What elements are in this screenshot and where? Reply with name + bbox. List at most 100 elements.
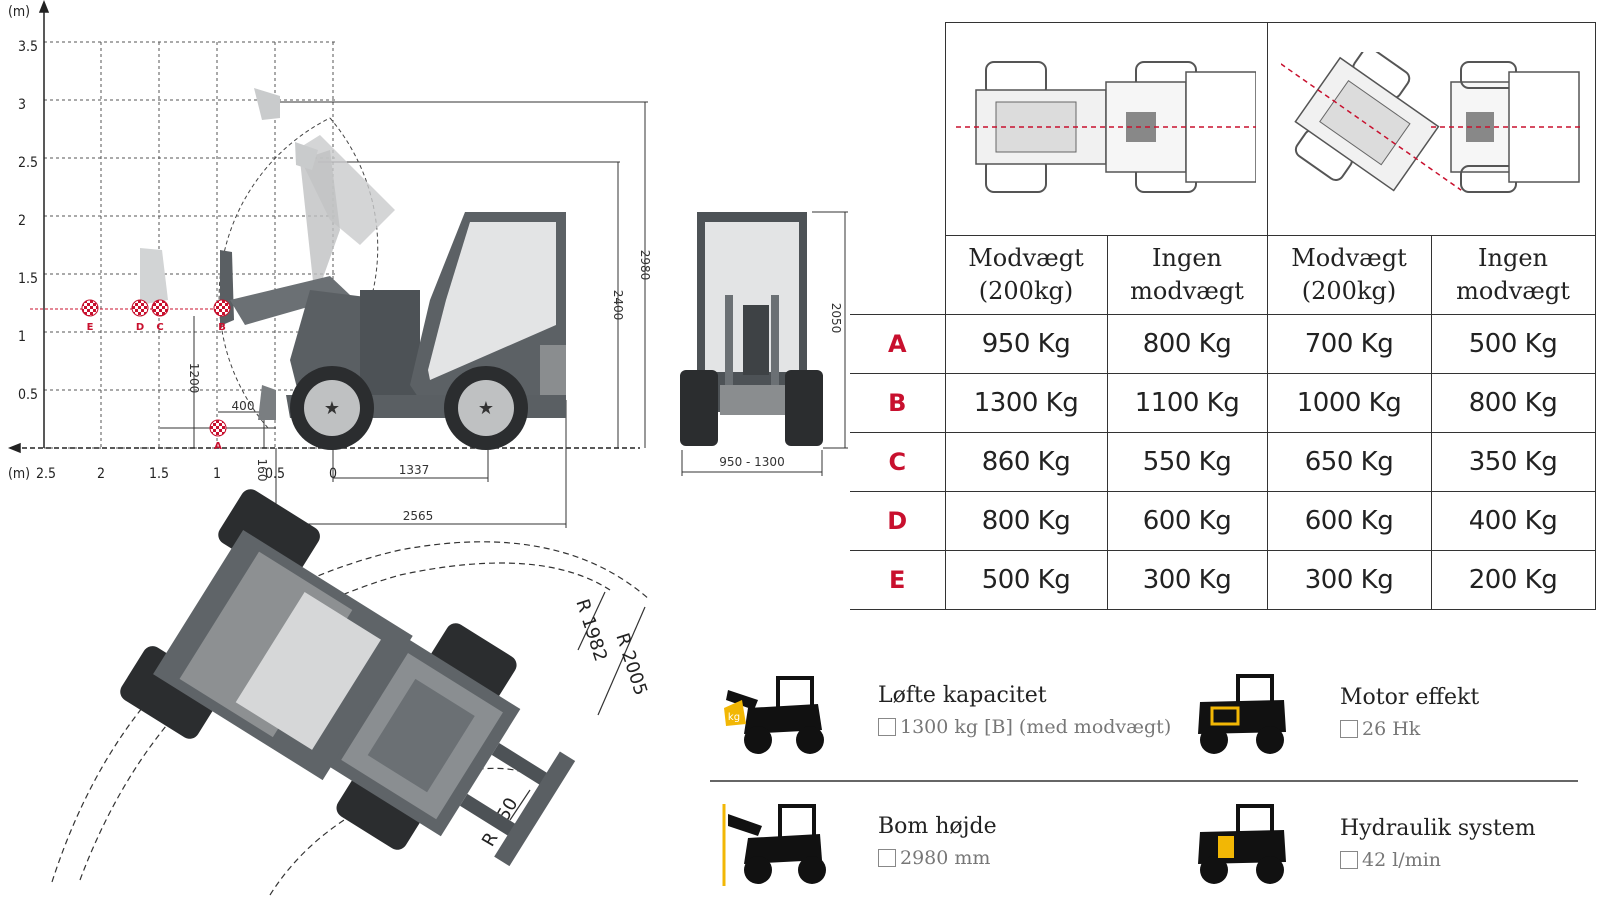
load-point-d bbox=[131, 299, 149, 317]
loader-hydraulic-icon bbox=[1198, 804, 1286, 884]
header-counterweight-2: Modvægt (200kg) bbox=[1266, 235, 1432, 315]
svg-text:★: ★ bbox=[324, 398, 340, 419]
table-cell: 1300 Kg bbox=[944, 373, 1107, 433]
y-tick-3.5: 3.5 bbox=[18, 39, 38, 55]
header-no-counterweight-2: Ingen modvægt bbox=[1430, 235, 1596, 315]
top-view-loader-turning bbox=[120, 489, 576, 867]
y-tick-0.5: 0.5 bbox=[18, 387, 38, 403]
articulated-config-image bbox=[1266, 22, 1596, 236]
spec-divider bbox=[710, 780, 1578, 782]
point-label-d: D bbox=[136, 322, 144, 333]
radius-middle-label: R 1982 bbox=[571, 597, 611, 664]
load-point-b bbox=[213, 299, 231, 317]
straight-config-image bbox=[944, 22, 1268, 236]
header-line: modvægt bbox=[1130, 277, 1244, 305]
table-cell: 1100 Kg bbox=[1106, 373, 1267, 433]
table-cell: 400 Kg bbox=[1430, 491, 1596, 551]
dim-height-1200: 1200 bbox=[187, 363, 201, 394]
x-unit-label: (m) bbox=[8, 466, 30, 482]
row-label-e: E bbox=[850, 550, 945, 610]
spec-lift-capacity: Løfte kapacitet 1300 kg [B] (med modvægt… bbox=[878, 683, 1171, 738]
header-counterweight-1: Modvægt(200kg) bbox=[944, 235, 1108, 315]
load-point-markers bbox=[30, 299, 231, 437]
table-cell: 800 Kg bbox=[1430, 373, 1596, 433]
spec-lift-title: Løfte kapacitet bbox=[878, 683, 1047, 708]
y-tick-1: 1 bbox=[18, 329, 26, 345]
y-tick-2: 2 bbox=[18, 213, 26, 229]
table-cell: 800 Kg bbox=[1106, 314, 1267, 374]
spec-motor-value: 26 Hk bbox=[1362, 718, 1421, 740]
y-tick-1.5: 1.5 bbox=[18, 271, 38, 287]
y-tick-2.5: 2.5 bbox=[18, 155, 38, 171]
spec-boom-value: 2980 mm bbox=[900, 847, 991, 869]
load-point-c bbox=[151, 299, 169, 317]
lift-checkbox[interactable] bbox=[878, 718, 896, 736]
table-cell: 600 Kg bbox=[1106, 491, 1267, 551]
front-height-dim: 2050 bbox=[829, 303, 843, 334]
header-line: (200kg) bbox=[1301, 277, 1397, 305]
table-cell: 860 Kg bbox=[944, 432, 1107, 492]
dim-height-2980: 2980 bbox=[638, 250, 652, 281]
motor-checkbox[interactable] bbox=[1340, 720, 1358, 738]
x-tick-1.5: 1.5 bbox=[149, 466, 169, 482]
loader-weight-icon: kg bbox=[724, 676, 824, 754]
table-cell: 800 Kg bbox=[944, 491, 1107, 551]
row-label-a: A bbox=[850, 314, 945, 374]
table-cell: 200 Kg bbox=[1430, 550, 1596, 610]
x-tick-1: 1 bbox=[213, 466, 221, 482]
y-tick-labels: 3.532.521.510.5 bbox=[18, 39, 38, 403]
spec-hydraulic-system: Hydraulik system 42 l/min bbox=[1340, 816, 1536, 871]
point-label-b: B bbox=[218, 322, 226, 333]
row-label-d: D bbox=[850, 491, 945, 551]
spec-boom-height: Bom højde 2980 mm bbox=[878, 814, 997, 869]
svg-text:★: ★ bbox=[478, 398, 494, 419]
loader-engine-icon bbox=[1198, 674, 1286, 754]
spec-motor-title: Motor effekt bbox=[1340, 685, 1480, 710]
row-label-c: C bbox=[850, 432, 945, 492]
front-view-loader bbox=[680, 212, 823, 446]
table-cell: 600 Kg bbox=[1266, 491, 1431, 551]
svg-text:kg: kg bbox=[728, 712, 740, 723]
table-cell: 300 Kg bbox=[1266, 550, 1431, 610]
point-label-e: E bbox=[87, 322, 94, 333]
header-line: Modvægt bbox=[1291, 244, 1407, 272]
table-cell: 500 Kg bbox=[1430, 314, 1596, 374]
hydraulic-checkbox[interactable] bbox=[1340, 851, 1358, 869]
y-unit-label: (m) bbox=[8, 4, 30, 20]
table-cell: 950 Kg bbox=[944, 314, 1107, 374]
dim-reach-400: 400 bbox=[232, 399, 255, 413]
front-width-dim: 950 - 1300 bbox=[719, 455, 784, 469]
point-label-c: C bbox=[156, 322, 163, 333]
x-tick-0.5: 0.5 bbox=[265, 466, 285, 482]
load-point-e bbox=[81, 299, 99, 317]
boom-checkbox[interactable] bbox=[878, 849, 896, 867]
top-view-articulated-icon bbox=[1280, 47, 1581, 193]
spec-hydraulic-value: 42 l/min bbox=[1362, 849, 1442, 871]
load-point-a bbox=[209, 419, 227, 437]
header-line: Modvægt bbox=[968, 244, 1084, 272]
radius-outer-label: R 2005 bbox=[611, 631, 651, 698]
side-dimension-lines bbox=[160, 101, 648, 528]
spec-hydraulic-title: Hydraulik system bbox=[1340, 816, 1536, 841]
dim-wheelbase: 1337 bbox=[399, 463, 430, 477]
x-tick-2.5: 2.5 bbox=[36, 466, 56, 482]
x-tick-2: 2 bbox=[97, 466, 105, 482]
spec-motor-power: Motor effekt 26 Hk bbox=[1340, 685, 1479, 740]
side-view-loader: ★ ★ bbox=[140, 88, 566, 450]
header-line: Ingen bbox=[1478, 244, 1548, 272]
table-cell: 700 Kg bbox=[1266, 314, 1431, 374]
dim-height-2400: 2400 bbox=[611, 290, 625, 321]
table-cell: 650 Kg bbox=[1266, 432, 1431, 492]
turning-radius-arrows bbox=[509, 591, 646, 821]
row-label-b: B bbox=[850, 373, 945, 433]
header-line: modvægt bbox=[1456, 277, 1570, 305]
